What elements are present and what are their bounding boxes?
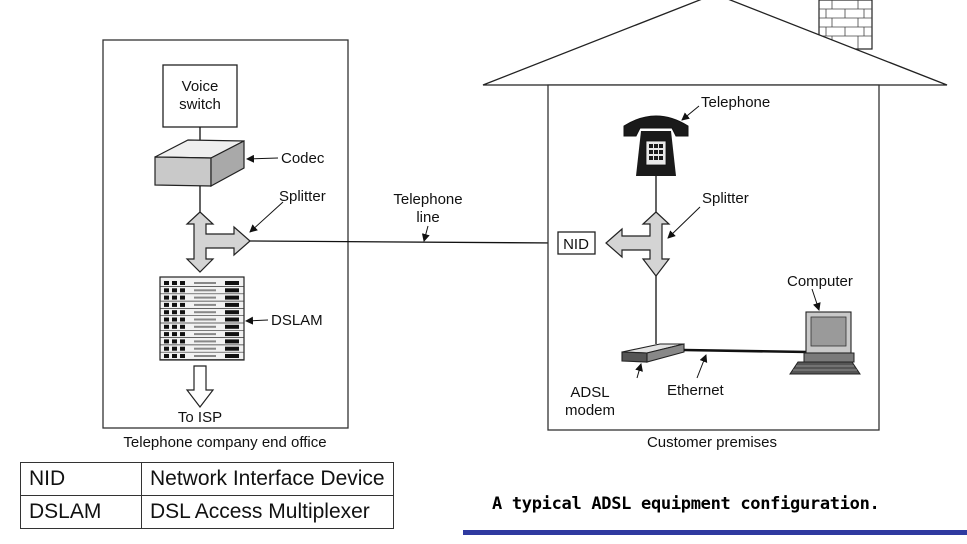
end-office-box	[102, 39, 349, 429]
ethernet-label: Ethernet	[667, 382, 725, 399]
legend-row: DSLAM DSL Access Multiplexer	[20, 495, 394, 529]
codec-icon	[154, 139, 245, 188]
legend-abbr: NID	[20, 462, 142, 496]
house-icon	[482, 0, 948, 431]
telephone-icon	[623, 115, 689, 176]
to-isp-label: To ISP	[178, 409, 222, 426]
nid-label: NID	[563, 236, 589, 253]
legend-table: NID Network Interface Device DSLAM DSL A…	[20, 462, 394, 529]
telephone-line	[249, 240, 559, 244]
modem-label-1: ADSL	[570, 384, 609, 401]
voice-switch-label-2: switch	[179, 96, 221, 113]
caption-underline	[463, 530, 967, 535]
legend-full: DSL Access Multiplexer	[141, 495, 394, 529]
to-isp-arrow	[185, 365, 215, 408]
ethernet-cable	[683, 348, 809, 354]
customer-splitter-icon	[605, 211, 671, 277]
telephone-label: Telephone	[701, 94, 770, 111]
legend-full: Network Interface Device	[141, 462, 394, 496]
office-splitter-icon	[185, 211, 251, 273]
nid-box	[557, 231, 596, 255]
figure-caption: A typical ADSL equipment configuration.	[492, 494, 880, 514]
voice-switch-label-1: Voice	[182, 78, 219, 95]
telephone-line-label-2: line	[416, 209, 439, 226]
computer-icon	[789, 311, 861, 375]
house-body	[547, 84, 880, 431]
legend-row: NID Network Interface Device	[20, 462, 394, 496]
customer-premises-caption: Customer premises	[647, 434, 777, 451]
modem-label-2: modem	[565, 402, 615, 419]
codec-label: Codec	[281, 150, 325, 167]
dslam-label: DSLAM	[271, 312, 323, 329]
customer-splitter-label: Splitter	[702, 190, 749, 207]
end-office-caption: Telephone company end office	[123, 434, 326, 451]
office-splitter-label: Splitter	[279, 188, 326, 205]
adsl-modem-icon	[621, 343, 685, 363]
dslam-icon	[159, 276, 245, 361]
telephone-line-label-1: Telephone	[393, 191, 462, 208]
legend-abbr: DSLAM	[20, 495, 142, 529]
computer-label: Computer	[787, 273, 853, 290]
